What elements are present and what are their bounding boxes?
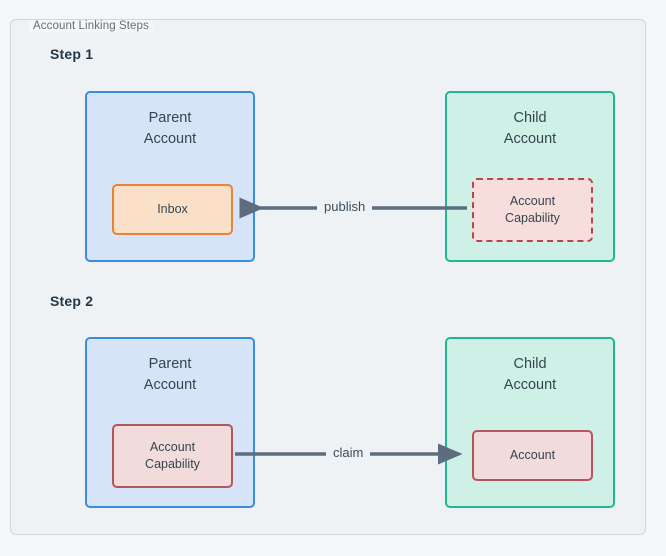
step-1-child-account-title: Child Account [503, 110, 557, 148]
step-1-account-capability-box[interactable]: Account Capability [472, 178, 593, 242]
step-2-label: Step 2 [50, 293, 94, 309]
step-2-child-account-box[interactable]: Child Account Account [445, 337, 615, 508]
step-2-account-box[interactable]: Account [472, 430, 593, 481]
step-2-parent-account-box[interactable]: Parent Account Account Capability [85, 337, 255, 508]
step-1-parent-account-box[interactable]: Parent Account Inbox [85, 91, 255, 262]
step-1-parent-account-title: Parent Account [143, 110, 197, 148]
step-2-child-account-title: Child Account [503, 356, 557, 394]
step-1-arrow-label: publish [317, 199, 373, 214]
step-1-inbox-box[interactable]: Inbox [112, 184, 233, 235]
step-1-child-account-box[interactable]: Child Account Account Capability [445, 91, 615, 262]
frame-legend-title: Account Linking Steps [29, 20, 153, 32]
step-2-parent-account-title: Parent Account [143, 356, 197, 394]
step-2-arrow-label: claim [326, 445, 371, 460]
step-2-account-capability-box[interactable]: Account Capability [112, 424, 233, 488]
step-1-label: Step 1 [50, 46, 94, 62]
